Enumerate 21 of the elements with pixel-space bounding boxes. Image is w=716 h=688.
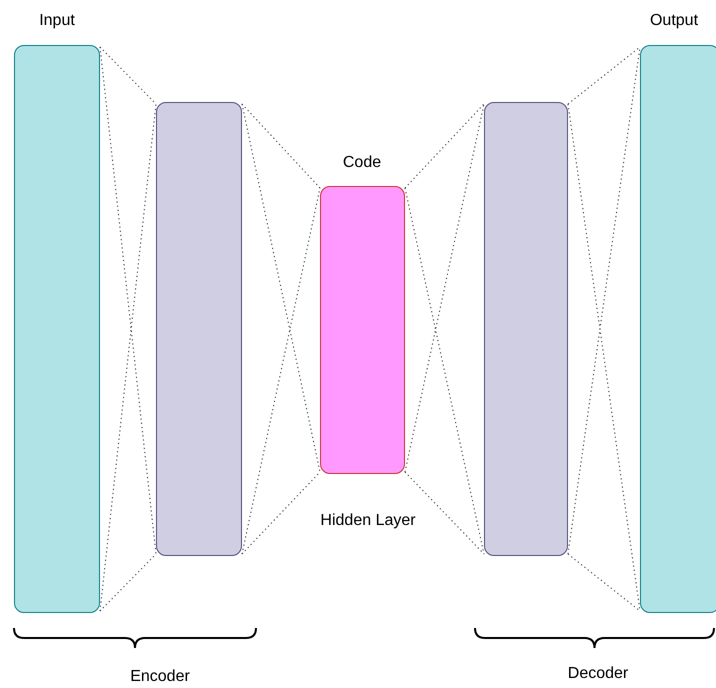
dotted-connector [242,188,320,554]
dotted-connector [404,104,484,188]
dotted-connector [568,554,640,612]
dotted-connector [100,46,156,554]
layer-label: Code [342,154,382,172]
dotted-connector [100,554,156,612]
dotted-connector [568,104,640,612]
dotted-connector [404,104,484,472]
dotted-connector [568,46,640,554]
dotted-connector [404,472,484,554]
layer-label: Output [650,12,698,30]
dotted-connector [568,46,640,104]
layer-caption: Hidden Layer [320,512,416,530]
dotted-connector [242,472,320,554]
dotted-connector [242,104,320,188]
section-label: Encoder [130,668,190,686]
dotted-connector [242,104,320,472]
dotted-connector [100,46,156,104]
section-label: Decoder [568,665,628,683]
layer-label: Input [39,12,75,30]
dotted-connector [100,104,156,612]
